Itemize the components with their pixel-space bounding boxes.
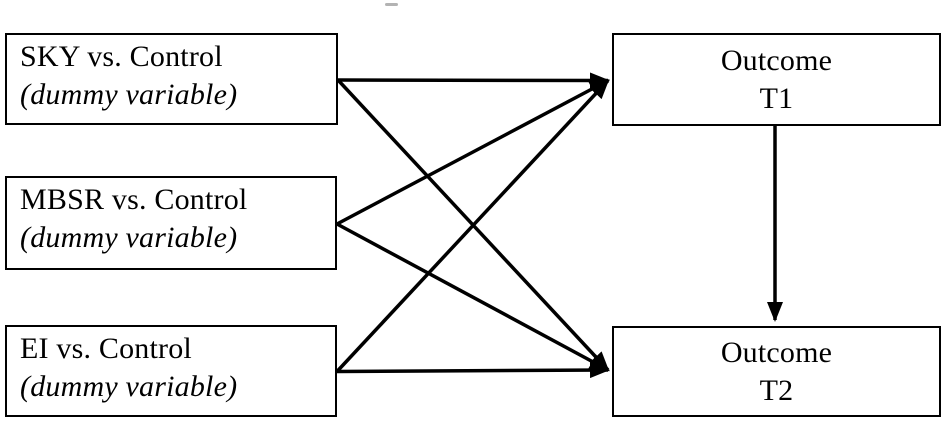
arrow-mbsr-to-outcome_t1 — [336, 78, 610, 226]
node-label: MBSR vs. Control — [20, 183, 248, 216]
node-sublabel: (dummy variable) — [20, 78, 238, 111]
node-label: Outcome — [720, 335, 833, 369]
node-outcome-t1: Outcome T1 — [612, 33, 941, 126]
node-ei-vs-control: EI vs. Control (dummy variable) — [5, 325, 337, 417]
node-label: EI vs. Control — [20, 332, 192, 365]
arrow-mbsr-to-outcome_t2 — [336, 222, 610, 372]
node-sublabel: (dummy variable) — [20, 370, 238, 403]
node-sky-vs-control: SKY vs. Control (dummy variable) — [5, 33, 338, 125]
node-sublabel: (dummy variable) — [20, 221, 238, 254]
node-sublabel: T1 — [759, 81, 794, 115]
arrow-sky-to-outcome_t1 — [337, 72, 610, 89]
arrow-ei-to-outcome_t2 — [336, 362, 610, 379]
node-sublabel: T2 — [759, 373, 794, 407]
node-mbsr-vs-control: MBSR vs. Control (dummy variable) — [5, 176, 337, 270]
node-label: SKY vs. Control — [20, 40, 223, 73]
arrow-ei-to-outcome_t1 — [335, 79, 610, 373]
node-outcome-t2: Outcome T2 — [612, 326, 941, 417]
node-label: Outcome — [720, 43, 833, 77]
stray-scan-mark — [385, 3, 398, 6]
